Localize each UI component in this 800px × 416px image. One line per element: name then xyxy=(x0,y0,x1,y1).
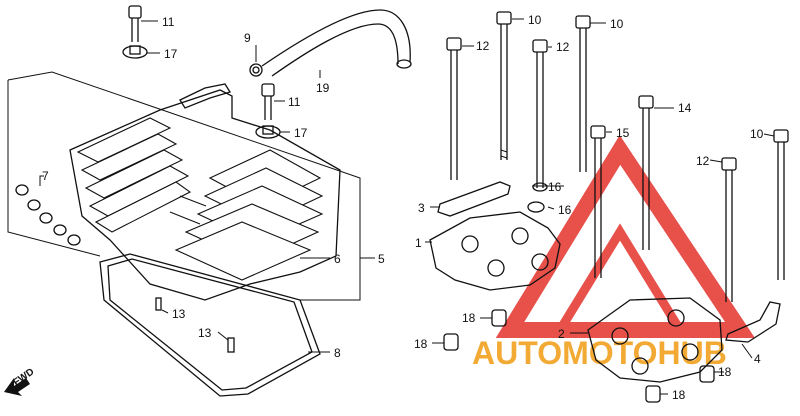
label-13-top: 13 xyxy=(172,307,186,321)
leader-lines xyxy=(141,18,775,395)
washers-16 xyxy=(527,182,548,213)
rocker-holder-left xyxy=(429,211,561,291)
breather-hose xyxy=(249,9,412,77)
label-13-bottom: 13 xyxy=(198,326,212,340)
label-1: 1 xyxy=(415,236,422,250)
label-18-d: 18 xyxy=(672,388,686,402)
cover-group-box xyxy=(7,71,361,301)
label-18-a: 18 xyxy=(462,311,476,325)
retainer-plates xyxy=(437,181,781,343)
cover-bolts xyxy=(122,5,281,139)
cylinder-head-cover xyxy=(69,83,341,301)
forward-arrow xyxy=(4,378,30,396)
label-12-right: 12 xyxy=(696,154,710,168)
label-16-top: 16 xyxy=(548,180,562,194)
label-14: 14 xyxy=(678,101,692,115)
label-4: 4 xyxy=(754,352,761,366)
long-bolts xyxy=(446,11,789,302)
label-10-middle: 10 xyxy=(610,17,624,31)
watermark-text: AUTOMOTOHUB xyxy=(472,335,727,371)
label-19: 19 xyxy=(316,81,330,95)
label-11-top: 11 xyxy=(162,15,175,29)
label-9: 9 xyxy=(244,31,251,45)
label-3: 3 xyxy=(418,201,425,215)
head-cover-gasket xyxy=(99,253,321,397)
label-15: 15 xyxy=(616,126,630,140)
label-5: 5 xyxy=(378,252,385,266)
label-18-b: 18 xyxy=(414,337,428,351)
small-screws xyxy=(155,297,235,353)
label-6: 6 xyxy=(334,252,341,266)
label-7: 7 xyxy=(42,169,49,183)
label-11-mid: 11 xyxy=(288,95,301,109)
label-10-right: 10 xyxy=(750,127,764,141)
label-16-bottom: 16 xyxy=(558,203,572,217)
label-2: 2 xyxy=(558,327,565,341)
seal-washers xyxy=(15,175,81,246)
label-12-middle: 12 xyxy=(556,40,570,54)
label-17-top: 17 xyxy=(164,47,178,61)
label-12-left: 12 xyxy=(476,39,490,53)
label-18-c: 18 xyxy=(718,365,732,379)
label-17-mid: 17 xyxy=(294,126,308,140)
part-labels: 11 17 9 19 11 17 7 6 5 13 13 8 10 12 12 … xyxy=(42,13,764,402)
label-8: 8 xyxy=(334,346,341,360)
label-10-left: 10 xyxy=(528,13,542,27)
rocker-holder-right xyxy=(587,297,723,383)
